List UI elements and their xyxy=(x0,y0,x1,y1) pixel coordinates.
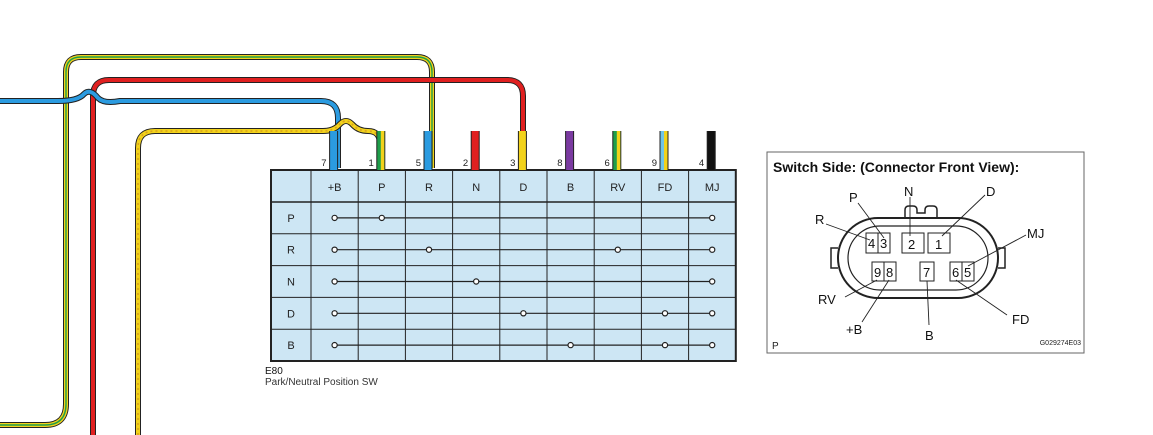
continuity-point xyxy=(567,341,574,349)
pin-number: 3 xyxy=(510,158,515,169)
label-FD: FD xyxy=(1012,312,1029,327)
pin-number: 5 xyxy=(416,158,421,169)
continuity-point xyxy=(331,310,338,317)
pin-9: 9 xyxy=(874,265,881,280)
pin-3: 3 xyxy=(880,236,887,251)
wire-stub-color xyxy=(518,131,526,170)
connector-view-frame xyxy=(766,151,1085,354)
continuity-point xyxy=(709,341,716,349)
pin-8: 8 xyxy=(886,265,893,280)
connector-view-title: Switch Side: (Connector Front View): xyxy=(773,159,1019,175)
continuity-point xyxy=(709,246,716,253)
label-plus-B: +B xyxy=(846,322,862,337)
continuity-point xyxy=(709,214,716,222)
harness-wires xyxy=(0,54,526,435)
row-label: N xyxy=(287,277,295,289)
column-header: FD xyxy=(658,182,673,194)
wire-stub-color xyxy=(330,131,338,170)
pin-number: 7 xyxy=(321,158,326,169)
row-label: D xyxy=(287,308,295,320)
column-header: RV xyxy=(610,182,626,194)
connector-front-view: Switch Side: (Connector Front View): 4 3… xyxy=(766,151,1085,354)
column-header: +B xyxy=(328,182,342,194)
continuity-point xyxy=(331,341,338,349)
pin-2: 2 xyxy=(908,237,915,252)
row-label: R xyxy=(287,245,295,257)
pin-7: 7 xyxy=(923,265,930,280)
wire-stub-color xyxy=(707,131,715,170)
connector-left-tab xyxy=(830,247,838,269)
continuity-point xyxy=(661,310,669,317)
connector-id: E80 xyxy=(265,366,283,377)
label-RV: RV xyxy=(818,292,836,307)
pin-4: 4 xyxy=(868,236,875,251)
wire-stub-stripe xyxy=(380,131,385,170)
wire-stub-color xyxy=(471,131,479,170)
continuity-point xyxy=(520,310,527,317)
column-header: D xyxy=(519,182,527,194)
continuity-point xyxy=(331,278,338,285)
continuity-point xyxy=(473,278,480,285)
continuity-point xyxy=(425,246,433,253)
row-label: B xyxy=(287,340,294,352)
column-header: MJ xyxy=(705,182,720,194)
pin-number: 1 xyxy=(369,158,374,169)
connector-name: Park/Neutral Position SW xyxy=(265,377,378,388)
wire-stub-color xyxy=(566,131,574,170)
continuity-point xyxy=(709,310,716,317)
continuity-point xyxy=(378,214,385,222)
figure-code: G029274E03 xyxy=(1040,340,1081,347)
leader-lines xyxy=(825,194,1027,326)
continuity-point xyxy=(709,278,716,285)
row-label: P xyxy=(287,213,294,225)
label-MJ: MJ xyxy=(1027,226,1044,241)
pin-5: 5 xyxy=(964,265,971,280)
label-B: B xyxy=(925,328,934,343)
connector-housing-inner xyxy=(847,225,989,291)
corner-label: P xyxy=(772,341,779,352)
continuity-point xyxy=(661,341,669,349)
pin-number: 8 xyxy=(557,158,562,169)
continuity-point xyxy=(331,214,338,222)
connector-table: 7 1 5 2 3 8 6 9 4 +B P R N D B RV FD MJ P R N D B xyxy=(270,131,737,362)
column-header: R xyxy=(425,182,433,194)
pin-1: 1 xyxy=(935,237,942,252)
label-N: N xyxy=(904,184,913,199)
column-header: N xyxy=(472,182,480,194)
label-D: D xyxy=(986,184,995,199)
wire-stub-stripe xyxy=(664,131,668,170)
connector-lock xyxy=(904,205,938,218)
continuity-point xyxy=(614,246,622,253)
continuity-point xyxy=(331,246,338,253)
pin-number: 4 xyxy=(699,158,704,169)
label-P: P xyxy=(849,190,858,205)
wire-stub-stripe xyxy=(616,131,621,170)
pin-number: 6 xyxy=(605,158,610,169)
pin-6: 6 xyxy=(952,265,959,280)
column-header: P xyxy=(378,182,385,194)
wire-stub-color xyxy=(424,131,432,170)
pin-number: 2 xyxy=(463,158,468,169)
column-header: B xyxy=(567,182,574,194)
pin-number: 9 xyxy=(652,158,657,169)
connector-housing xyxy=(837,217,999,299)
label-R: R xyxy=(815,212,824,227)
